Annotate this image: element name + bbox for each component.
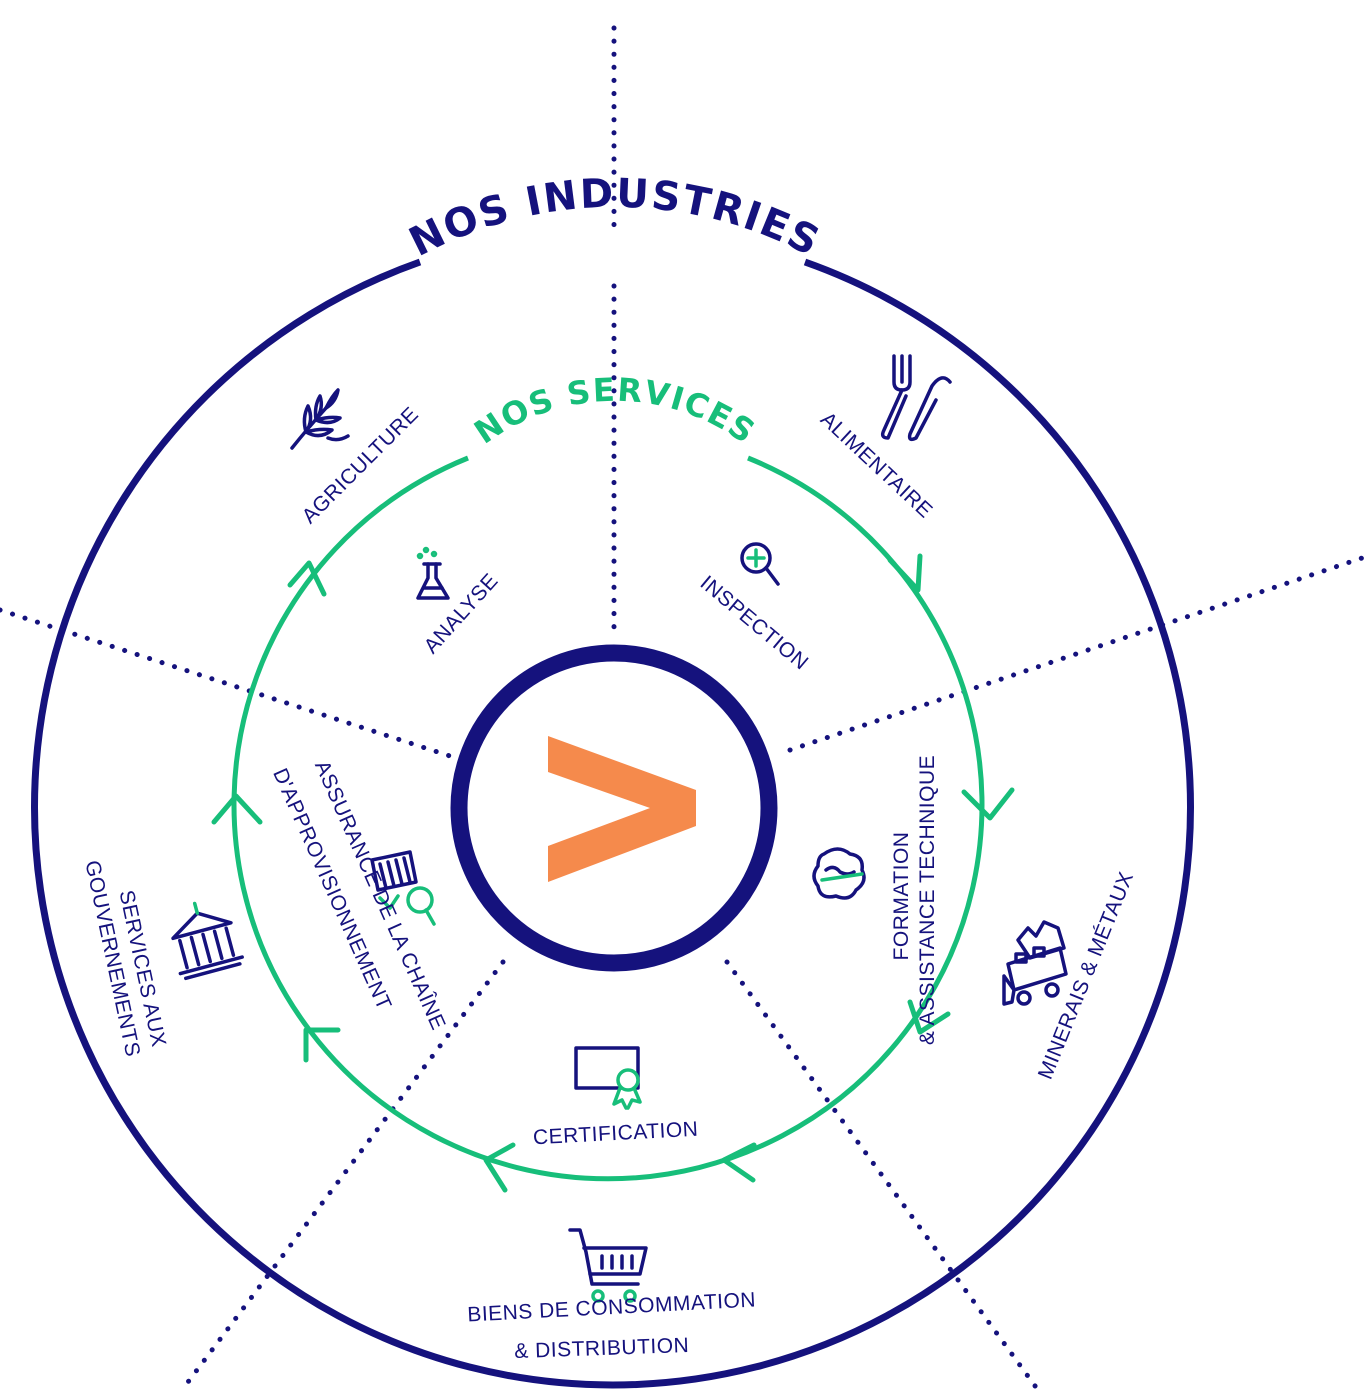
flask-icon xyxy=(416,546,450,600)
industry-biens-label-1: BIENS DE CONSOMMATION xyxy=(467,1288,757,1326)
chevron-logo xyxy=(548,736,696,882)
fork-knife-icon xyxy=(880,354,952,442)
industries-ring xyxy=(31,258,1194,1389)
flow-arrow-3 xyxy=(907,999,951,1035)
magnifier-icon xyxy=(740,542,780,586)
flow-arrow-5 xyxy=(483,1142,516,1193)
industry-biens-label-2: & DISTRIBUTION xyxy=(514,1334,690,1363)
agriculture-icon xyxy=(290,388,350,450)
supply-chain-icon xyxy=(370,850,436,926)
service-inspection-label: INSPECTION xyxy=(696,571,813,674)
flow-arrow-2 xyxy=(961,787,1015,821)
service-analyse-label: ANALYSE xyxy=(420,569,503,658)
certificate-icon xyxy=(574,1046,642,1110)
flow-arrow-8 xyxy=(287,560,327,597)
spoke-left xyxy=(0,607,453,759)
spoke-right xyxy=(787,555,1365,753)
industry-minerais-label: MINERAIS & MÉTAUX xyxy=(1034,869,1138,1083)
flow-arrow-7 xyxy=(211,793,263,825)
services-ring xyxy=(231,455,985,1182)
flow-arrow-1 xyxy=(887,553,923,593)
divider-spokes xyxy=(0,25,1365,1393)
spoke-bottom-left xyxy=(179,959,506,1393)
shopping-cart-icon xyxy=(568,1228,648,1303)
spoke-bottom-right xyxy=(724,959,1041,1393)
service-certification-label: CERTIFICATION xyxy=(532,1118,699,1150)
service-formation-label-2: & ASSISTANCE TECHNIQUE xyxy=(916,755,939,1045)
services-flow-arrows xyxy=(211,553,1015,1193)
service-formation-label-1: FORMATION xyxy=(890,832,913,961)
brain-gear-icon xyxy=(812,847,866,900)
government-building-icon xyxy=(171,901,244,981)
mining-truck-icon xyxy=(1002,920,1068,1006)
center-circle xyxy=(450,644,778,972)
flow-arrow-4 xyxy=(721,1142,757,1183)
flow-arrow-6 xyxy=(303,1027,341,1063)
services-title: NOS SERVICES xyxy=(467,371,762,452)
